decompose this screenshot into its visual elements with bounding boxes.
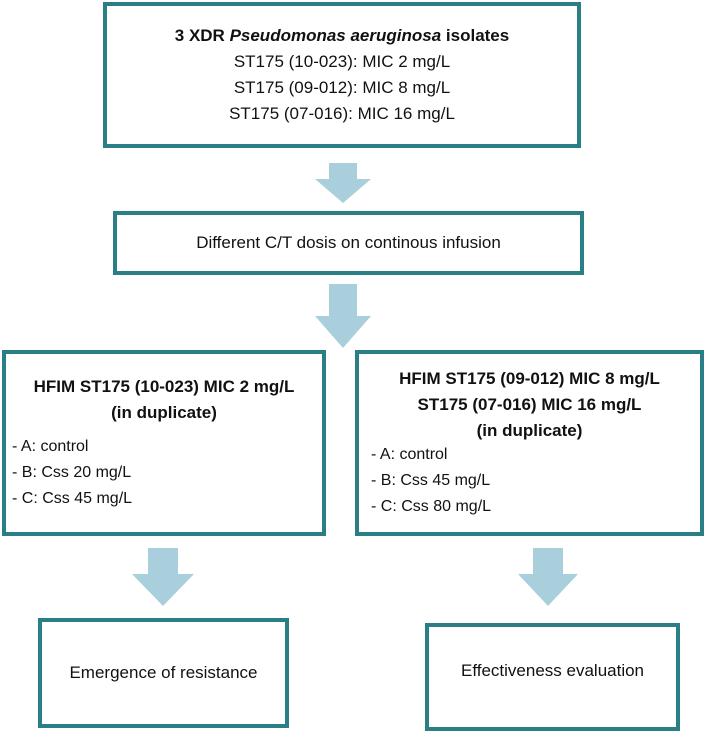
- hfim-left-item-b: - B: Css 20 mg/L: [12, 464, 132, 481]
- isolates-title-prefix: 3 XDR: [174, 26, 230, 45]
- down-arrow-1: [315, 163, 371, 203]
- effectiveness-box: Effectiveness evaluation: [425, 623, 680, 731]
- hfim-left-title-1: HFIM ST175 (10-023) MIC 2 mg/L: [33, 377, 295, 396]
- down-arrow-3: [132, 548, 194, 606]
- dose-box: Different C/T dosis on continous infusio…: [113, 211, 584, 275]
- hfim-left-box: HFIM ST175 (10-023) MIC 2 mg/L (in dupli…: [2, 350, 326, 536]
- down-arrow-4: [518, 548, 578, 606]
- hfim-left-title-2: (in duplicate): [111, 403, 217, 422]
- dose-text: Different C/T dosis on continous infusio…: [196, 233, 501, 252]
- hfim-left-item-a: - A: control: [12, 438, 89, 455]
- down-arrow-2: [315, 284, 371, 348]
- emergence-text: Emergence of resistance: [69, 663, 258, 682]
- isolates-title: 3 XDR Pseudomonas aeruginosa isolates: [175, 23, 509, 49]
- hfim-left-item-c: - C: Css 45 mg/L: [12, 490, 133, 507]
- effectiveness-text: Effectiveness evaluation: [460, 661, 645, 680]
- hfim-right-box: HFIM ST175 (09-012) MIC 8 mg/L ST175 (07…: [355, 350, 704, 536]
- hfim-right-item-b: - B: Css 45 mg/L: [371, 472, 491, 489]
- hfim-right-item-a: - A: control: [371, 446, 448, 463]
- emergence-box: Emergence of resistance: [38, 618, 289, 728]
- hfim-right-title-2: ST175 (07-016) MIC 16 mg/L: [417, 395, 642, 414]
- isolate-line-2: ST175 (09-012): MIC 8 mg/L: [233, 78, 451, 97]
- isolates-box: 3 XDR Pseudomonas aeruginosa isolates ST…: [103, 2, 581, 148]
- hfim-right-item-c: - C: Css 80 mg/L: [371, 498, 492, 515]
- hfim-right-title-3: (in duplicate): [476, 421, 583, 440]
- isolates-title-suffix: isolates: [441, 26, 510, 45]
- isolate-line-3: ST175 (07-016): MIC 16 mg/L: [229, 104, 455, 123]
- isolate-line-1: ST175 (10-023): MIC 2 mg/L: [233, 52, 451, 71]
- isolates-title-species: Pseudomonas aeruginosa: [229, 26, 442, 45]
- hfim-right-title-1: HFIM ST175 (09-012) MIC 8 mg/L: [399, 369, 660, 388]
